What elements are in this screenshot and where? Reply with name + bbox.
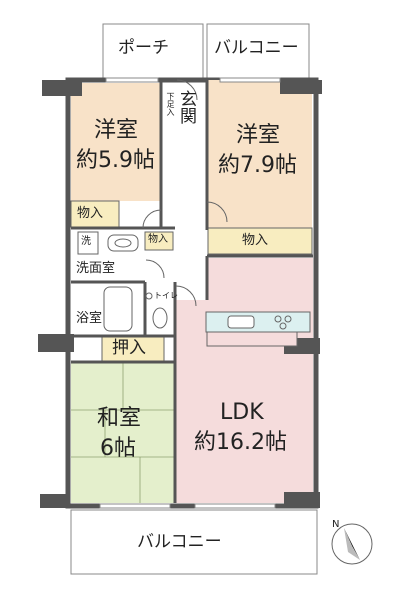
oshiire-label: 押入 bbox=[112, 338, 146, 358]
washitsu-size: 6帖 bbox=[100, 436, 136, 461]
washitsu-name: 和室 bbox=[97, 406, 142, 431]
washer bbox=[77, 231, 99, 255]
washbasin-bowl bbox=[114, 238, 132, 248]
washroom-label: 洗面室 bbox=[76, 261, 116, 276]
compass-north-label: N bbox=[332, 519, 340, 530]
storage-3-box bbox=[144, 231, 174, 251]
western-room-1-size: 約5.9帖 bbox=[76, 148, 155, 173]
toilet-sink bbox=[145, 292, 153, 300]
toilet-label: トイレ bbox=[154, 291, 178, 300]
bath-label: 浴室 bbox=[76, 311, 103, 326]
storage-2-box bbox=[207, 227, 313, 255]
western-room-1-name: 洋室 bbox=[94, 118, 139, 143]
kitchen-counter bbox=[205, 311, 311, 333]
windows bbox=[99, 77, 281, 509]
balcony-bottom-label: バルコニー bbox=[137, 532, 222, 552]
genkan-label: 玄関 bbox=[176, 90, 196, 124]
western-room-2-size: 約7.9帖 bbox=[218, 153, 297, 178]
balcony-bottom-area bbox=[70, 509, 318, 575]
balcony-top-label: バルコニー bbox=[214, 38, 299, 58]
kitchen-sink bbox=[227, 315, 255, 329]
stove-burners bbox=[274, 315, 292, 330]
western-room-1-floor bbox=[71, 83, 161, 201]
pillars bbox=[38, 80, 322, 508]
balcony-top-area bbox=[206, 23, 310, 79]
storage-1-label: 物入 bbox=[77, 206, 104, 221]
ldk-name: LDK bbox=[220, 400, 264, 425]
kitchen-back-counter bbox=[206, 331, 298, 347]
storage-1-box bbox=[70, 200, 120, 228]
shoebox-label: 下足入 bbox=[166, 92, 175, 116]
oshiire-box bbox=[101, 335, 165, 363]
storage-2-label: 物入 bbox=[242, 233, 269, 248]
toilet-fixture bbox=[152, 307, 168, 329]
ldk-size: 約16.2帖 bbox=[194, 430, 287, 455]
porch-label: ポーチ bbox=[118, 38, 169, 58]
bathtub bbox=[103, 286, 133, 332]
door-swings bbox=[142, 79, 228, 307]
western-room-2-floor bbox=[208, 80, 312, 228]
inner-walls bbox=[71, 80, 313, 503]
compass-icon bbox=[330, 522, 374, 566]
western-room-2-name: 洋室 bbox=[236, 123, 281, 148]
tatami-lines bbox=[71, 362, 175, 503]
washbasin bbox=[107, 234, 139, 252]
porch-area bbox=[102, 23, 204, 79]
storage-3-label: 物入 bbox=[148, 234, 168, 245]
wash-label: 洗 bbox=[81, 236, 91, 247]
